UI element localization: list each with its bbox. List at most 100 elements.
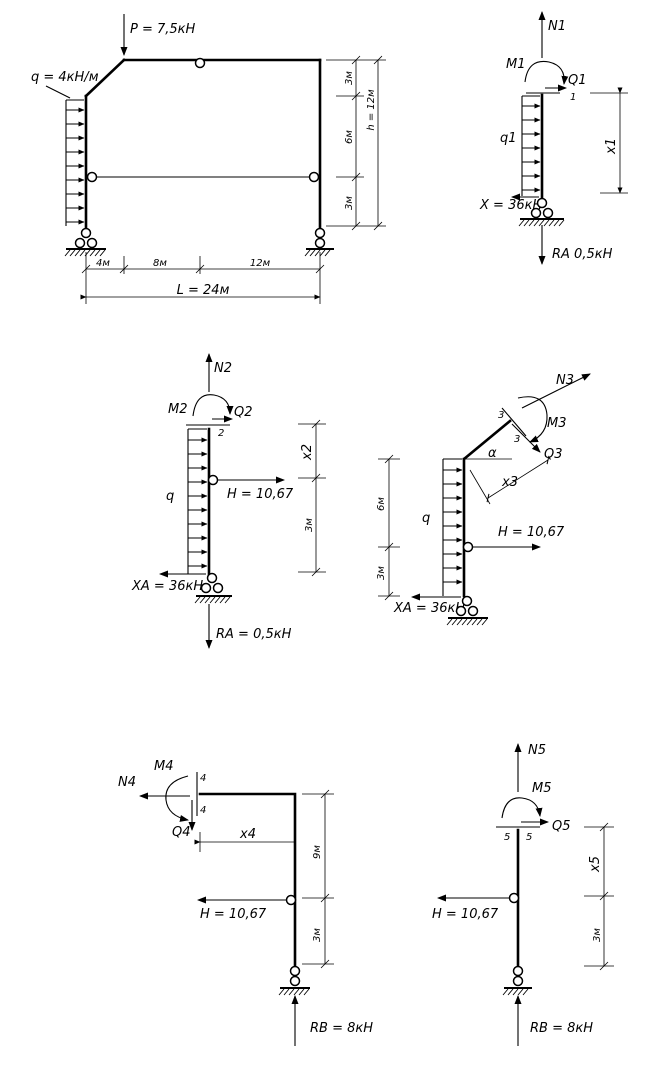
section1-ra-label: RA 0,5кН bbox=[552, 247, 613, 262]
section3-x-label: x3 bbox=[501, 475, 518, 490]
ground-hatch bbox=[298, 988, 305, 996]
support-a bbox=[64, 227, 106, 257]
section1-x-dimension bbox=[590, 87, 628, 194]
section1-x-label: x1 bbox=[604, 138, 619, 155]
section1-load bbox=[521, 95, 541, 196]
section4-frame bbox=[198, 792, 297, 967]
section2-cut-number: 2 bbox=[218, 428, 224, 439]
section3-q-arrow bbox=[511, 423, 541, 453]
dim-6m: 6м bbox=[344, 130, 355, 144]
section3-n-label: N3 bbox=[556, 373, 574, 388]
ground-hatch bbox=[446, 618, 453, 626]
section5-m-label: M5 bbox=[532, 781, 552, 796]
ground-hatch bbox=[288, 988, 295, 996]
section2-x-label: x2 bbox=[300, 444, 315, 461]
section3-inclined-member bbox=[462, 419, 512, 461]
section5-rb-label: RB = 8кН bbox=[530, 1021, 593, 1036]
section1-diagram: N1 M1 Q1 1 q1 x1 X = 36кН RA 0,5кН bbox=[479, 11, 628, 265]
frame-inclined-member bbox=[84, 58, 126, 98]
section3-support bbox=[446, 595, 488, 626]
section3-x-dimension bbox=[469, 455, 550, 505]
ground-hatch bbox=[502, 988, 509, 996]
dim-h: h = 12м bbox=[366, 89, 377, 131]
section5-n-label: N5 bbox=[528, 743, 546, 758]
section3-moment-arc bbox=[517, 396, 548, 443]
hinge-tie-left bbox=[86, 171, 98, 183]
section5-dimensions bbox=[584, 822, 614, 971]
section4-m-label: M4 bbox=[154, 759, 174, 774]
section5-support bbox=[502, 965, 532, 996]
ground-hatch bbox=[533, 219, 540, 227]
section4-dimensions bbox=[302, 789, 334, 969]
section2-ra-label: RA = 0,5кН bbox=[216, 627, 292, 642]
ground-hatch bbox=[278, 988, 285, 996]
section3-m-label: M3 bbox=[547, 416, 567, 431]
ground-hatch bbox=[199, 596, 206, 604]
section4-q-label: Q4 bbox=[172, 825, 191, 840]
ground-hatch bbox=[456, 618, 463, 626]
section4-x-dimension bbox=[194, 832, 295, 852]
ground-hatch bbox=[528, 219, 535, 227]
section1-q-label: Q1 bbox=[568, 73, 587, 88]
section4-diagram: 4 4 N4 M4 Q4 x4 H = 10,67 9м 3м bbox=[118, 759, 373, 1046]
section3-load bbox=[442, 458, 463, 596]
section3-diagram: 3 3 N3 M3 Q3 α x3 q H = 10,67 6м 3м XA =… bbox=[376, 373, 591, 626]
section4-h-label: H = 10,67 bbox=[200, 907, 267, 922]
section3-hinge bbox=[462, 541, 474, 553]
load-q-label: q = 4кН/м bbox=[31, 70, 99, 85]
ground-hatch bbox=[303, 988, 310, 996]
ground-hatch bbox=[283, 988, 290, 996]
section2-dim-3m: 3м bbox=[304, 518, 315, 532]
ground-hatch bbox=[543, 219, 550, 227]
section2-n-label: N2 bbox=[214, 361, 232, 376]
section5-cut-number-b: 5 bbox=[526, 832, 532, 843]
ground-hatch bbox=[309, 249, 316, 257]
section4-x-label: x4 bbox=[239, 827, 256, 842]
section3-n-arrow bbox=[521, 373, 591, 409]
force-p-label: P = 7,5кН bbox=[130, 22, 196, 37]
hinge-top-beam bbox=[194, 57, 206, 69]
ground-hatch bbox=[194, 596, 201, 604]
ground-hatch bbox=[522, 988, 529, 996]
section2-support bbox=[194, 572, 232, 604]
dim-3m-bottom: 3м bbox=[344, 196, 355, 210]
ground-hatch bbox=[204, 596, 211, 604]
ground-hatch bbox=[512, 988, 519, 996]
ground-hatch bbox=[523, 219, 530, 227]
ground-hatch bbox=[558, 219, 565, 227]
section4-hinge bbox=[285, 894, 297, 906]
ground-hatch bbox=[538, 219, 545, 227]
frame-diagram: q = 4кН/м P = 7,5кН bbox=[31, 14, 386, 304]
section3-dimensions bbox=[378, 454, 400, 601]
section3-h-label: H = 10,67 bbox=[498, 525, 565, 540]
section2-h-label: H = 10,67 bbox=[227, 487, 294, 502]
section3-cut-number-a: 3 bbox=[498, 410, 504, 421]
ground-hatch bbox=[518, 219, 525, 227]
section1-n-label: N1 bbox=[548, 19, 566, 34]
dim-4m: 4м bbox=[96, 258, 110, 269]
section3-q-label: Q3 bbox=[544, 447, 563, 462]
hinge-tie-right bbox=[308, 171, 320, 183]
section2-moment-arc bbox=[192, 394, 234, 417]
distributed-load-q bbox=[65, 99, 85, 226]
section2-q-load-label: q bbox=[166, 489, 174, 504]
section2-dimensions bbox=[298, 419, 326, 577]
section4-n-label: N4 bbox=[118, 775, 136, 790]
section5-q-label: Q5 bbox=[552, 819, 571, 834]
section4-cut-number-a: 4 bbox=[200, 773, 206, 784]
dim-l: L = 24м bbox=[177, 283, 230, 298]
support-b bbox=[304, 227, 334, 257]
section5-x-label: x5 bbox=[588, 856, 603, 873]
ground-hatch bbox=[314, 249, 321, 257]
section3-alpha-label: α bbox=[488, 446, 497, 461]
ground-hatch bbox=[219, 596, 226, 604]
section4-dim-3m: 3м bbox=[312, 928, 323, 942]
ground-hatch bbox=[69, 249, 76, 257]
ground-hatch bbox=[64, 249, 71, 257]
ground-hatch bbox=[319, 249, 326, 257]
ground-hatch bbox=[79, 249, 86, 257]
ground-hatch bbox=[476, 618, 483, 626]
section1-q-load-label: q1 bbox=[500, 131, 517, 146]
ground-hatch bbox=[471, 618, 478, 626]
